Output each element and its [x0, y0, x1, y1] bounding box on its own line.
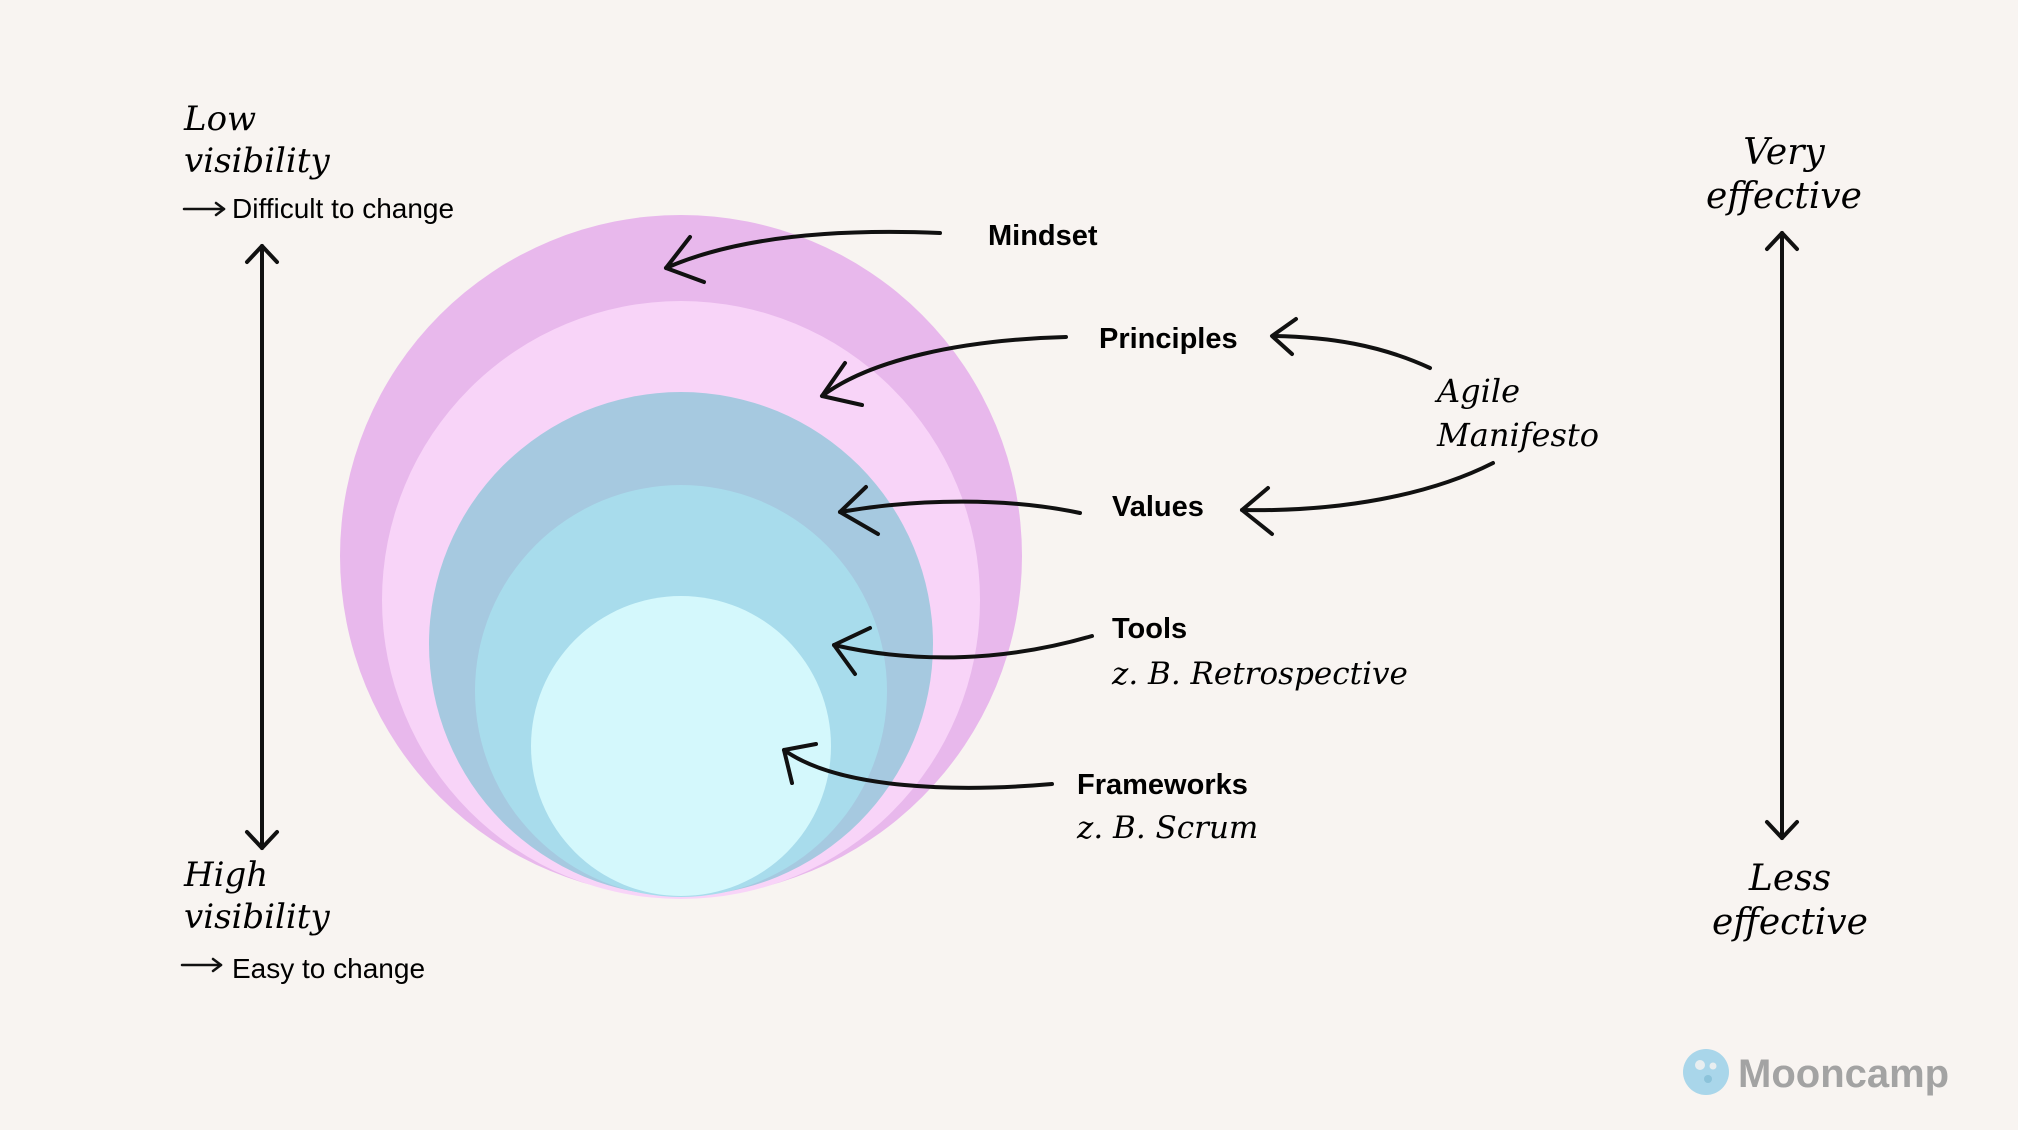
visibility-axis-arrow — [245, 244, 279, 850]
very-effective-line1: Very — [1743, 132, 1825, 173]
mooncamp-logo-icon — [1683, 1049, 1729, 1095]
manifesto-to-values-arrow — [1240, 461, 1495, 536]
values-label: Values — [1112, 491, 1204, 523]
mindset-arrow — [664, 229, 942, 284]
agile-manifesto-line1: Agile — [1434, 372, 1520, 410]
high-visibility-line1: High — [183, 855, 268, 895]
tools-example: z. B. Retrospective — [1111, 656, 1408, 692]
frameworks-arrow — [782, 742, 1054, 790]
principles-label: Principles — [1099, 323, 1238, 355]
less-effective-line2: effective — [1712, 902, 1868, 943]
high-visibility-line2: visibility — [184, 897, 330, 937]
difficult-to-change-note: Difficult to change — [232, 193, 454, 224]
values-arrow — [838, 485, 1082, 536]
easy-note-arrow — [180, 957, 223, 973]
mindset-label: Mindset — [988, 220, 1098, 252]
manifesto-to-principles-arrow — [1270, 317, 1432, 370]
frameworks-label: Frameworks — [1077, 769, 1248, 801]
difficult-note-arrow — [182, 201, 226, 217]
layer-frameworks-circle — [531, 596, 831, 896]
tools-arrow — [832, 626, 1094, 676]
very-effective-line2: effective — [1706, 176, 1862, 217]
agile-manifesto-line2: Manifesto — [1436, 416, 1599, 454]
principles-arrow — [820, 335, 1068, 407]
easy-to-change-note: Easy to change — [232, 953, 425, 984]
low-visibility-line2: visibility — [184, 141, 330, 181]
low-visibility-line1: Low — [183, 99, 256, 139]
frameworks-example: z. B. Scrum — [1076, 810, 1258, 846]
tools-label: Tools — [1112, 613, 1187, 645]
effectiveness-axis-arrow — [1765, 231, 1799, 840]
mooncamp-brand-name: Mooncamp — [1738, 1052, 1949, 1096]
less-effective-line1: Less — [1748, 858, 1831, 899]
